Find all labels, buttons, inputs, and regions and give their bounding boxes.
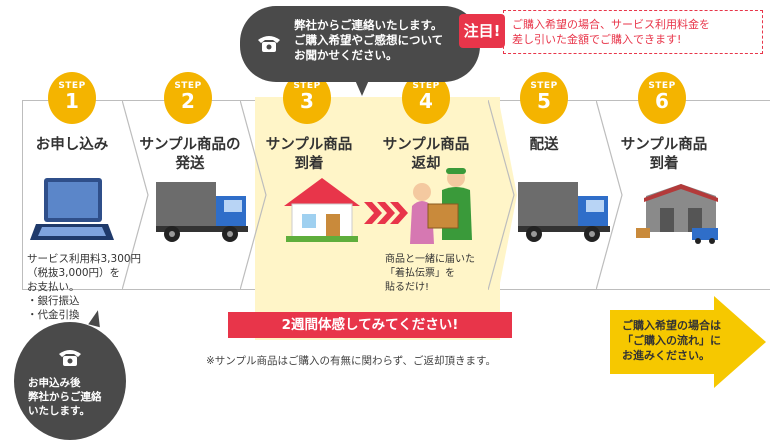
return-footnote: ※サンプル商品はご購入の有無に関わらず、ご返却頂きます。	[206, 355, 496, 367]
contact-bubble-top: 弊社からご連絡いたします。ご購入希望やご感想についてお聞かせください。	[240, 6, 480, 96]
chevron-divider-icon	[240, 100, 267, 290]
trial-banner: 2週間体感してみてください!	[228, 312, 512, 338]
step4-return-note: 商品と一緒に届いた「着払伝票」を貼るだけ!	[385, 254, 475, 293]
attention-badge: 注目!	[459, 14, 505, 48]
chevron-divider-icon	[488, 100, 515, 290]
truck-icon	[156, 182, 248, 242]
trial-period-highlight-top	[255, 100, 517, 290]
step-title-6: サンプル商品 到着	[620, 137, 708, 172]
chevron-divider-icon	[596, 100, 623, 290]
laptop-icon	[30, 178, 114, 240]
delivery-person-icon	[410, 168, 472, 244]
attention-note: ご購入希望の場合、サービス利用料金を差し引いた金額でご購入できます!	[503, 10, 763, 54]
truck-icon	[518, 182, 610, 242]
step-title-3: サンプル商品 到着	[265, 137, 353, 172]
purchase-flow-arrow[interactable]	[610, 296, 766, 388]
contact-bubble-bottom: お申込み後弊社からご連絡いたします。	[14, 308, 126, 440]
step-title-2: サンプル商品の 発送	[139, 137, 241, 172]
phone-icon	[258, 36, 280, 52]
chevron-divider-icon	[122, 100, 149, 290]
step-title-5: 配送	[529, 137, 559, 153]
house-icon	[284, 178, 360, 242]
step1-payment-note: サービス利用料3,300円（税抜3,000円）をお支払い。・銀行振込・代金引換	[27, 253, 142, 321]
step-title-1: お申し込み	[35, 137, 109, 153]
phone-icon	[59, 350, 81, 366]
step-title-4: サンプル商品 返却	[382, 137, 470, 172]
purchase-flow-link-text[interactable]: ご購入希望の場合は「ご購入の流れ」にお進みください。	[622, 319, 721, 362]
warehouse-icon	[636, 184, 718, 244]
double-chevron-arrow-icon	[364, 202, 408, 224]
